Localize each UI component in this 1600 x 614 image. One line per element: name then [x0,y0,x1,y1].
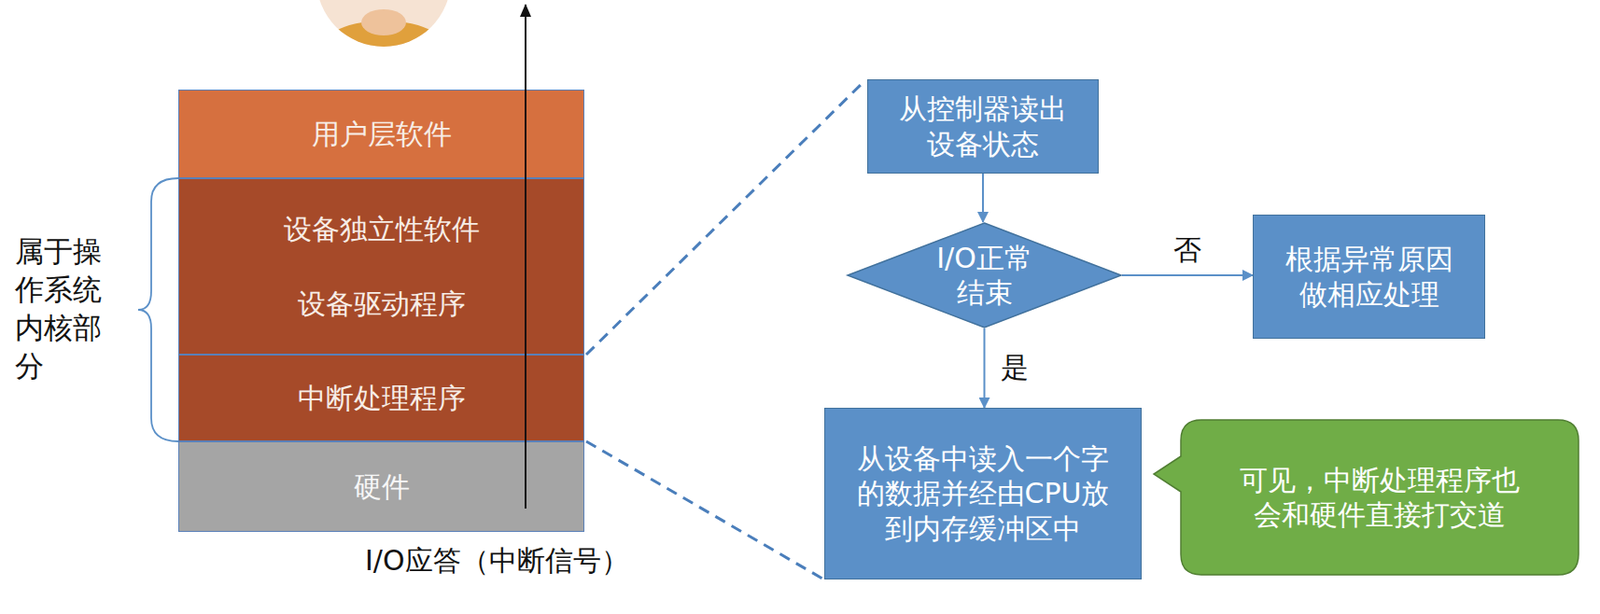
node-text: 设备驱动程序 [297,286,466,323]
process-box: 根据异常原因做相应处理 [1252,214,1486,339]
flow-arrow [982,173,984,223]
kernel-brace [138,178,179,442]
node-text: 从设备中读入一个字的数据并经由CPU放到内存缓冲区中 [853,441,1113,548]
kernel-layer-band: 设备独立性软件设备驱动程序 [178,178,585,355]
flow-arrow [983,328,986,408]
node-text: 可见，中断处理程序也会和硬件直接打交道 [1232,463,1527,534]
kernel-group-label: 属于操作系统内核部分 [14,232,105,386]
node-text: 根据异常原因做相应处理 [1274,241,1464,312]
callout-outline [1152,419,1580,576]
process-box: 从控制器读出设备状态 [867,79,1099,174]
interrupt-handler-box: 中断处理程序 [178,354,585,442]
node-text: I/O正常结束 [926,240,1043,311]
callout-bubble: 可见，中断处理程序也会和硬件直接打交道 [1152,419,1580,576]
node-text: 用户层软件 [311,116,452,153]
hardware-box: 硬件 [178,441,585,533]
process-box: 从设备中读入一个字的数据并经由CPU放到内存缓冲区中 [824,407,1142,580]
node-text: 硬件 [353,469,410,506]
decision-diamond: I/O正常结束 [846,222,1123,329]
diamond-outline [846,222,1123,329]
signal-label: I/O应答（中断信号） [364,543,630,579]
avatar-illustration [310,0,457,103]
zoom-leader-line [586,441,823,579]
node-text: 设备独立性软件 [283,211,480,248]
user-layer-box: 用户层软件 [178,89,585,179]
node-text: 中断处理程序 [297,380,466,417]
edge-label: 是 [997,350,1032,386]
flow-arrow [1122,274,1253,277]
node-text: 从控制器读出设备状态 [888,91,1078,162]
edge-label: 否 [1170,232,1205,268]
zoom-leader-line [586,80,866,355]
io-response-arrow [524,4,527,509]
